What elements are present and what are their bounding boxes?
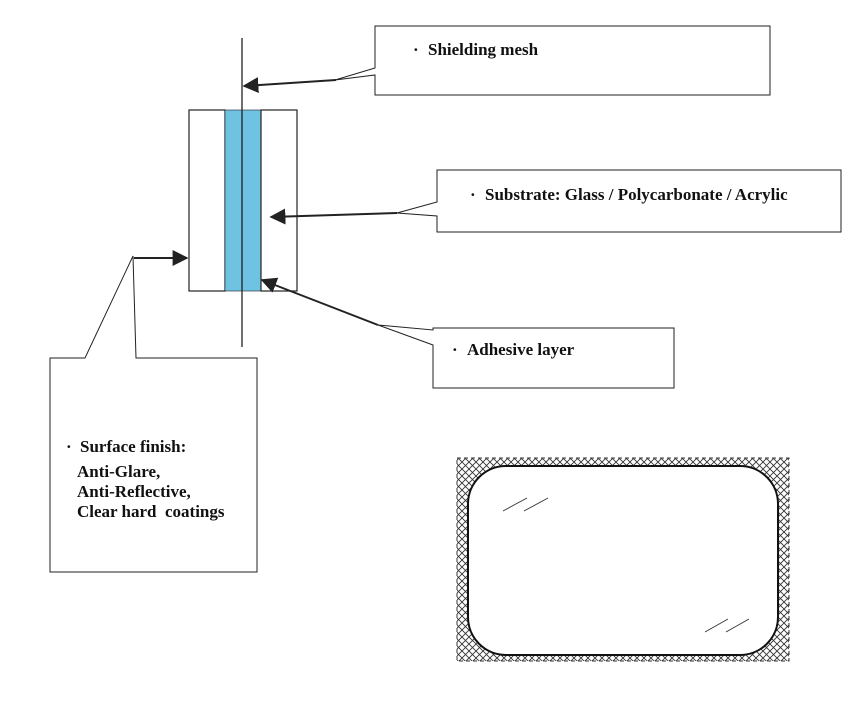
- surface-finish-bullet: ·: [66, 437, 72, 456]
- glass-reflection-mark: [523, 497, 549, 512]
- adhesive-arrow: [260, 277, 379, 326]
- adhesive-callout-box: [377, 324, 675, 389]
- adhesive-label: Adhesive layer: [467, 340, 575, 359]
- glass-reflection-mark: [725, 618, 750, 633]
- surface-finish-callout-box: [49, 255, 258, 573]
- surface-finish-line-1: Anti-Glare,: [77, 462, 160, 481]
- glass-reflection-mark: [502, 497, 528, 512]
- shielding-mesh-callout-box: [334, 25, 771, 96]
- surface-finish-line-3: Clear hard coatings: [77, 502, 225, 521]
- adhesive-layer: [224, 109, 262, 292]
- substrate-arrow: [269, 208, 398, 225]
- shielding-mesh-label: Shielding mesh: [428, 40, 539, 59]
- panel-outline-dashed: [456, 457, 790, 662]
- substrate-label: Substrate: Glass / Polycarbonate / Acryl…: [485, 185, 788, 204]
- glass-reflection-mark: [704, 618, 729, 633]
- substrate-callout-box: [396, 169, 842, 233]
- front-panel-layer: [188, 109, 226, 292]
- panel-glass: [467, 465, 779, 656]
- surface-finish-title: Surface finish:: [80, 437, 186, 456]
- surface-finish-line-2: Anti-Reflective,: [77, 482, 191, 501]
- substrate-bullet: ·: [470, 185, 476, 204]
- substrate-layer: [260, 109, 298, 292]
- adhesive-bullet: ·: [452, 340, 458, 359]
- shielding-mesh-arrow: [242, 77, 337, 94]
- shielding-mesh-bullet: ·: [413, 40, 419, 59]
- panel-front-view: [456, 457, 790, 662]
